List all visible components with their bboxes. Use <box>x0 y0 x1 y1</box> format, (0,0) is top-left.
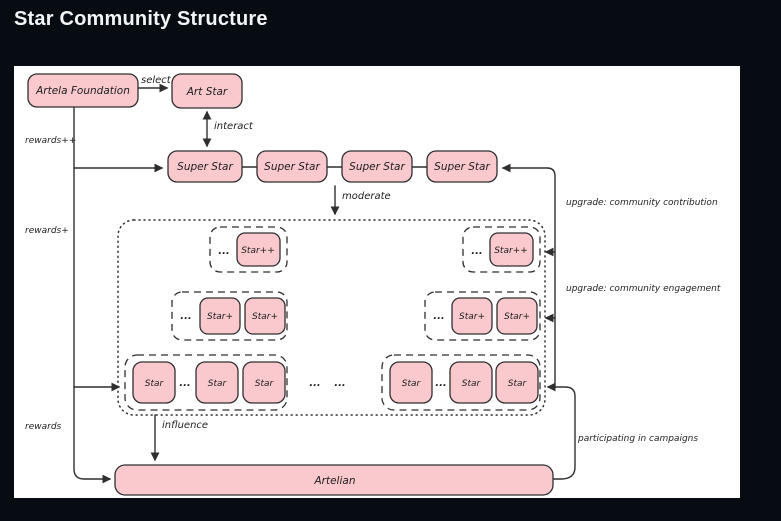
node-super-star-4 <box>426 150 498 183</box>
ellipsis-star-plus-right: ... <box>433 311 444 322</box>
node-star-right-3 <box>495 361 539 404</box>
ellipsis-star-plus-left: ... <box>180 311 191 322</box>
node-super-star-3-label: Super Star <box>349 161 405 173</box>
label-upgrade-engagement: upgrade: community engagement <box>566 284 721 294</box>
node-star-plus-plus-right-label: Star++ <box>494 246 528 256</box>
node-artelian-label: Artelian <box>313 475 355 487</box>
label-interact: interact <box>214 121 254 132</box>
group-star-plus-plus-left <box>209 226 288 273</box>
node-star-left-2 <box>195 361 239 404</box>
edge-rewards-spine <box>73 106 112 484</box>
label-moderate: moderate <box>342 191 391 202</box>
node-star-plus-left-2-label: Star+ <box>252 312 278 322</box>
ellipsis-star-plus-plus-right: ... <box>471 246 482 257</box>
ellipsis-star-left: ... <box>179 378 190 389</box>
label-rewards-plus-plus: rewards++ <box>25 136 76 146</box>
node-star-plus-right-2 <box>496 297 538 335</box>
label-rewards: rewards <box>25 422 62 432</box>
node-super-star-2 <box>256 150 328 183</box>
community-container <box>117 219 546 416</box>
node-artela-foundation-label: Artela Foundation <box>35 85 130 97</box>
group-star-left <box>124 354 288 411</box>
node-star-plus-left-1 <box>199 297 241 335</box>
node-super-star-1-label: Super Star <box>177 161 233 173</box>
node-super-star-3 <box>341 150 413 183</box>
page-title: Star Community Structure <box>14 8 268 30</box>
ellipsis-star-right: ... <box>435 378 446 389</box>
label-influence: influence <box>162 420 208 431</box>
group-star-plus-left <box>171 291 288 341</box>
diagram-canvas: rewards++ rewards+ rewards upgrade: comm… <box>14 66 740 498</box>
node-star-right-2-label: Star <box>462 379 482 389</box>
node-star-right-3-label: Star <box>508 379 528 389</box>
ellipsis-star-middle-1: ... <box>309 378 320 389</box>
node-star-left-2-label: Star <box>208 379 228 389</box>
node-art-star-label: Art Star <box>186 86 228 98</box>
node-artelian <box>114 464 554 496</box>
star-community-diagram: rewards++ rewards+ rewards upgrade: comm… <box>25 73 721 496</box>
node-star-right-1 <box>389 361 433 404</box>
ellipsis-star-middle-2: ... <box>334 378 345 389</box>
node-star-left-3-label: Star <box>255 379 275 389</box>
label-upgrade-contribution: upgrade: community contribution <box>566 198 718 208</box>
node-star-plus-right-1-label: Star+ <box>459 312 485 322</box>
label-rewards-plus: rewards+ <box>25 226 69 236</box>
node-star-plus-left-2 <box>244 297 286 335</box>
node-star-left-1-label: Star <box>145 379 165 389</box>
node-star-left-3 <box>242 361 286 404</box>
edge-artelian-to-star <box>546 382 576 480</box>
node-star-plus-plus-right <box>489 232 534 267</box>
node-super-star-1 <box>167 150 243 183</box>
label-select: select <box>141 75 172 86</box>
node-star-plus-right-2-label: Star+ <box>504 312 530 322</box>
group-star-plus-plus-right <box>462 226 541 273</box>
ellipsis-star-plus-plus-left: ... <box>218 246 229 257</box>
node-star-plus-right-1 <box>451 297 493 335</box>
node-super-star-4-label: Super Star <box>434 161 490 173</box>
node-art-star <box>171 73 243 109</box>
edge-upgrade-to-super-star <box>501 163 556 388</box>
node-star-right-1-label: Star <box>402 379 422 389</box>
group-star-plus-right <box>424 291 541 341</box>
node-super-star-2-label: Super Star <box>264 161 320 173</box>
label-participating: participating in campaigns <box>577 434 698 444</box>
node-star-plus-plus-left-label: Star++ <box>241 246 275 256</box>
node-artela-foundation <box>27 73 139 108</box>
node-star-plus-plus-left <box>236 232 281 267</box>
node-star-plus-left-1-label: Star+ <box>207 312 233 322</box>
node-star-left-1 <box>132 361 176 404</box>
group-star-right <box>381 354 541 411</box>
node-star-right-2 <box>449 361 493 404</box>
